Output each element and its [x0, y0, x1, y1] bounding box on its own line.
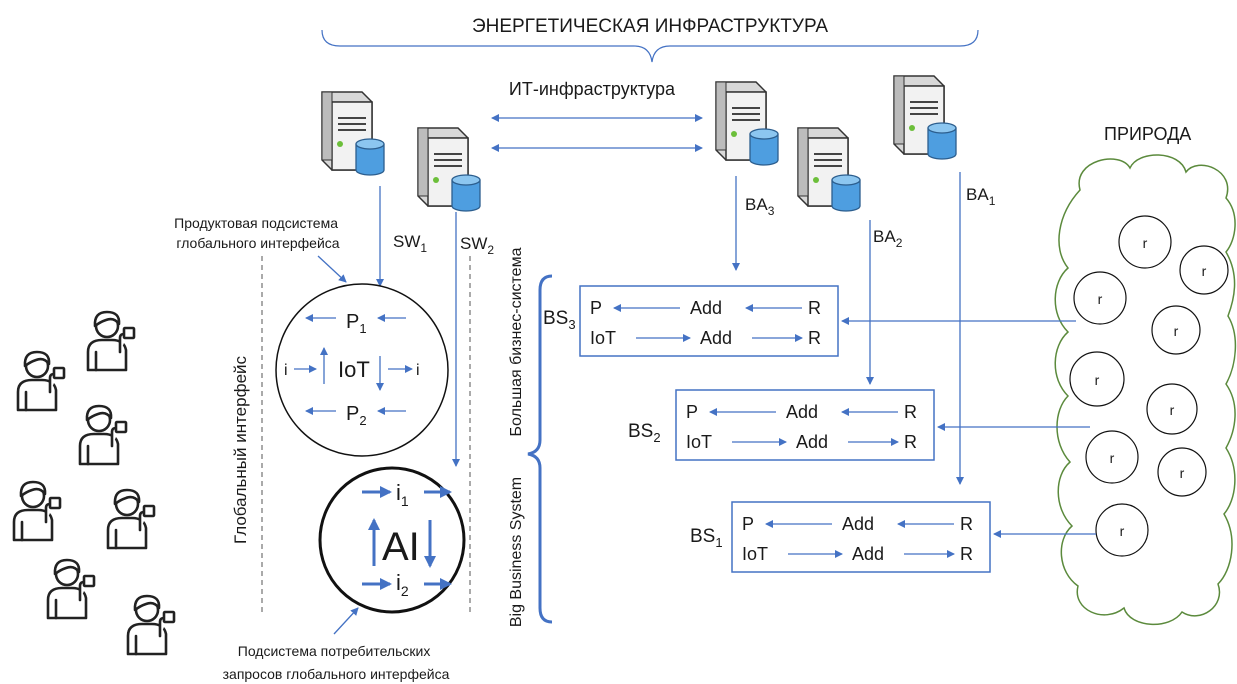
sw1-label: SW1 [393, 232, 427, 255]
ba1-label: BA1 [966, 185, 996, 208]
bs2-label: BS2 [628, 421, 661, 445]
server-icon-ba1 [893, 75, 957, 160]
person-icon [126, 594, 176, 656]
resource-label: r [1202, 263, 1207, 279]
p1-label: P1 [346, 311, 367, 336]
resource-circle [1146, 383, 1198, 435]
consumer-subsystem-pointer [333, 607, 359, 635]
resource-circles: r r r r r r r r r [1069, 215, 1229, 557]
bs3-p: P [590, 298, 602, 318]
bs1-iot: IoT [742, 544, 768, 564]
bs1-r-2: R [960, 544, 973, 564]
resource-label: r [1098, 291, 1103, 307]
bs2-box [675, 389, 935, 461]
it-infrastructure-label: ИТ-инфраструктура [509, 79, 676, 99]
resource-label: r [1174, 323, 1179, 339]
bs1-box [731, 501, 991, 573]
ai-circle [318, 466, 466, 614]
product-subsystem-pointer [317, 255, 347, 283]
resource-circle [1085, 430, 1139, 484]
bs3-label: BS3 [543, 308, 576, 332]
server-icon-sw1 [321, 91, 385, 176]
consumer-subsystem-note: Подсистема потребительских запросов глоб… [223, 643, 450, 682]
i2-label: i2 [396, 570, 409, 599]
bs1-p: P [742, 514, 754, 534]
resource-circle [1179, 245, 1229, 295]
i-left: i [284, 362, 288, 379]
bs3-add-2: Add [700, 328, 732, 348]
ba2-label: BA2 [873, 227, 903, 250]
sw2-label: SW2 [460, 234, 494, 257]
person-icon [86, 310, 136, 372]
bs1-add-2: Add [852, 544, 884, 564]
person-icon [12, 480, 62, 542]
iot-center-label: IoT [338, 357, 370, 382]
resource-label: r [1170, 402, 1175, 418]
resource-circle [1073, 271, 1127, 325]
resource-circle [1157, 447, 1207, 497]
bs3-r-1: R [808, 298, 821, 318]
server-icon-ba2 [797, 127, 861, 212]
nature-label: ПРИРОДА [1104, 124, 1191, 144]
bs3-box [579, 285, 839, 357]
bs2-r-1: R [904, 402, 917, 422]
resource-label: r [1180, 465, 1185, 481]
server-icon-sw2 [417, 127, 481, 212]
bs2-add-2: Add [796, 432, 828, 452]
person-icon [46, 558, 96, 620]
bs1-r-1: R [960, 514, 973, 534]
big-business-en-label: Big Business System [508, 477, 525, 627]
server-icon-ba3 [715, 81, 779, 166]
resource-label: r [1095, 372, 1100, 388]
resource-circle [1069, 351, 1125, 407]
bs1-label: BS1 [690, 526, 723, 550]
energy-brace [321, 29, 979, 63]
ai-center-label: AI [382, 525, 420, 569]
global-interface-label: Глобальный интерфейс [231, 355, 250, 544]
resource-circle [1095, 503, 1149, 557]
resource-circle [1151, 305, 1201, 355]
energy-infrastructure-label: ЭНЕРГЕТИЧЕСКАЯ ИНФРАСТРУКТУРА [472, 16, 828, 37]
i1-label: i1 [396, 480, 409, 509]
big-business-brace [527, 274, 553, 624]
p2-label: P2 [346, 403, 367, 428]
big-business-ru-label: Большая бизнес-система [508, 247, 525, 436]
bs2-add-1: Add [786, 402, 818, 422]
product-subsystem-note: Продуктовая подсистема глобального интер… [174, 215, 342, 251]
person-icon [106, 488, 156, 550]
resource-label: r [1143, 235, 1148, 251]
resource-circle [1118, 215, 1172, 269]
iot-circle [275, 283, 449, 457]
resource-label: r [1120, 523, 1125, 539]
i-right: i [416, 362, 420, 379]
resource-label: r [1110, 450, 1115, 466]
ba3-label: BA3 [745, 195, 775, 218]
bs3-r-2: R [808, 328, 821, 348]
bs2-iot: IoT [686, 432, 712, 452]
person-icon [78, 404, 128, 466]
bs3-iot: IoT [590, 328, 616, 348]
bs3-add-1: Add [690, 298, 722, 318]
person-icon [16, 350, 66, 412]
bs2-r-2: R [904, 432, 917, 452]
bs2-p: P [686, 402, 698, 422]
bs1-add-1: Add [842, 514, 874, 534]
